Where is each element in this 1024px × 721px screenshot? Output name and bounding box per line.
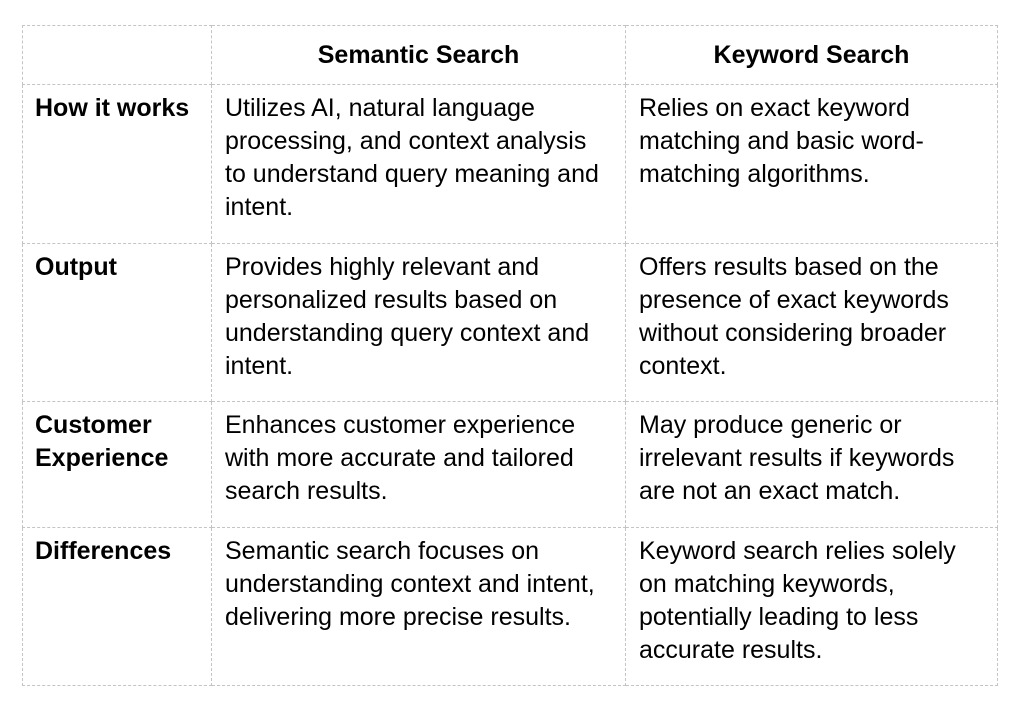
cell-how-it-works-semantic: Utilizes AI, natural language processing… [211,84,626,244]
cell-output-semantic: Provides highly relevant and personalize… [211,243,626,402]
row-label-customer-experience: Customer Experience [22,401,212,528]
header-keyword-search: Keyword Search [625,25,998,85]
row-label-differences: Differences [22,527,212,686]
cell-how-it-works-keyword: Relies on exact keyword matching and bas… [625,84,998,244]
cell-customer-experience-semantic: Enhances customer experience with more a… [211,401,626,528]
cell-customer-experience-keyword: May produce generic or irrelevant result… [625,401,998,528]
cell-differences-keyword: Keyword search relies solely on matching… [625,527,998,686]
header-semantic-search: Semantic Search [211,25,626,85]
row-label-output: Output [22,243,212,402]
table-row-how-it-works: How it works Utilizes AI, natural langua… [22,84,998,244]
row-label-how-it-works: How it works [22,84,212,244]
cell-differences-semantic: Semantic search focuses on understanding… [211,527,626,686]
table-row-differences: Differences Semantic search focuses on u… [22,527,998,686]
table-row-output: Output Provides highly relevant and pers… [22,243,998,402]
comparison-table-container: Semantic Search Keyword Search How it wo… [22,25,998,686]
header-empty-cell [22,25,212,85]
cell-output-keyword: Offers results based on the presence of … [625,243,998,402]
header-row: Semantic Search Keyword Search [22,25,998,85]
semantic-vs-keyword-table: Semantic Search Keyword Search How it wo… [22,25,998,686]
table-row-customer-experience: Customer Experience Enhances customer ex… [22,401,998,528]
